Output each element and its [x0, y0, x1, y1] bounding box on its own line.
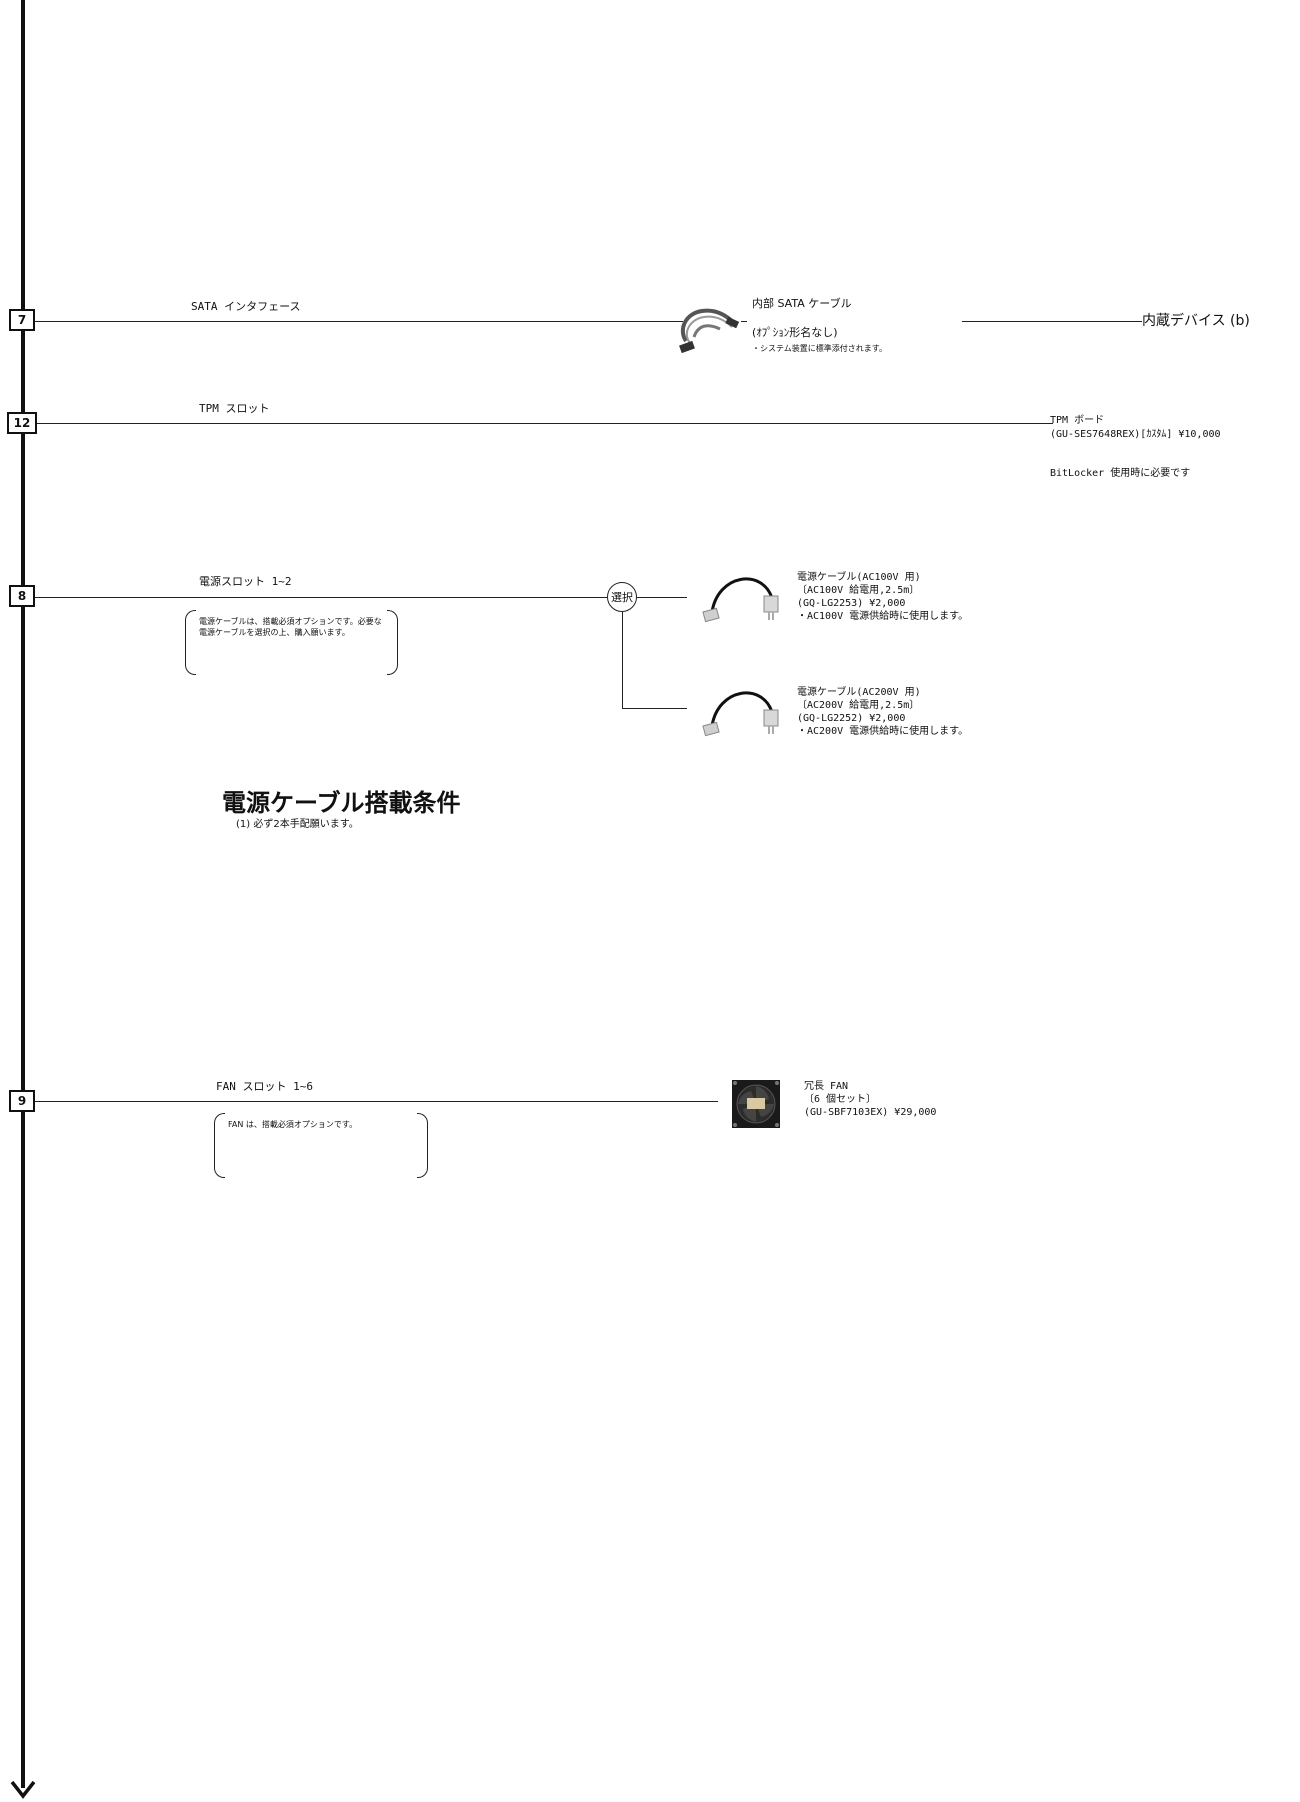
- tpm-label: TPM スロット: [199, 402, 270, 415]
- sata-cable-icon: [679, 308, 740, 354]
- fan-bracket-note: FAN は、搭載必須オプションです。: [214, 1113, 428, 1178]
- select-branch-line: [622, 612, 623, 708]
- badge-7: 7: [9, 309, 35, 331]
- fan-product-set: 〔6 個セット〕: [804, 1094, 877, 1105]
- power-opt1-line2: 〔AC100V 給電用,2.5m〕: [797, 585, 920, 596]
- select-to-opt1-line: [637, 597, 687, 598]
- power-opt2-line3: (GQ-LG2252) ¥2,000: [797, 713, 906, 724]
- sata-line: [35, 321, 683, 322]
- fan-product-code: (GU-SBF7103EX) ¥29,000: [804, 1107, 937, 1118]
- sata-label: SATA インタフェース: [191, 300, 301, 313]
- power-cable-icon: [702, 691, 779, 737]
- power-line: [35, 597, 608, 598]
- sata-product-title: 内部 SATA ケーブル: [752, 297, 852, 310]
- badge-9: 9: [9, 1090, 35, 1112]
- power-opt1-line3: (GQ-LG2253) ¥2,000: [797, 598, 906, 609]
- power-condition-title: 電源ケーブル搭載条件: [222, 789, 461, 817]
- power-opt1-line4: ・AC100V 電源供給時に使用します。: [797, 611, 969, 622]
- fan-line: [35, 1101, 718, 1102]
- main-bus-line: [21, 0, 25, 1788]
- select-circle: 選択: [607, 582, 637, 612]
- fan-product-title: 冗長 FAN: [804, 1081, 849, 1092]
- sata-product-note: ・システム装置に標準添付されます。: [752, 344, 887, 353]
- tpm-line: [37, 423, 1053, 424]
- fan-label: FAN スロット 1~6: [216, 1080, 313, 1093]
- power-label: 電源スロット 1~2: [199, 575, 292, 588]
- power-opt2-line2: 〔AC200V 給電用,2.5m〕: [797, 700, 920, 711]
- sata-dest-line: [962, 321, 1142, 322]
- power-condition-item: (1) 必ず2本手配願います。: [236, 819, 359, 830]
- tpm-product-title: TPM ボード: [1050, 415, 1105, 426]
- power-bracket-note: 電源ケーブルは、搭載必須オプションです。必要な電源ケーブルを選択の上、購入願いま…: [185, 610, 398, 675]
- power-opt2-line1: 電源ケーブル(AC200V 用): [797, 687, 921, 698]
- badge-12: 12: [7, 412, 37, 434]
- fan-icon: [732, 1080, 780, 1128]
- arrow-down-icon: [10, 1780, 36, 1799]
- sata-product-sub: (ｵﾌﾟｼｮﾝ形名なし): [752, 326, 838, 339]
- sata-destination: 内蔵デバイス (b): [1142, 313, 1250, 329]
- select-to-opt2-line: [622, 708, 687, 709]
- badge-8: 8: [9, 585, 35, 607]
- power-opt2-line4: ・AC200V 電源供給時に使用します。: [797, 726, 969, 737]
- sata-dash: [741, 321, 747, 322]
- tpm-note: BitLocker 使用時に必要です: [1050, 468, 1191, 479]
- power-opt1-line1: 電源ケーブル(AC100V 用): [797, 572, 921, 583]
- tpm-product-code: (GU-SES7648REX)[ｶｽﾀﾑ] ¥10,000: [1050, 429, 1221, 440]
- power-cable-icon: [702, 577, 779, 623]
